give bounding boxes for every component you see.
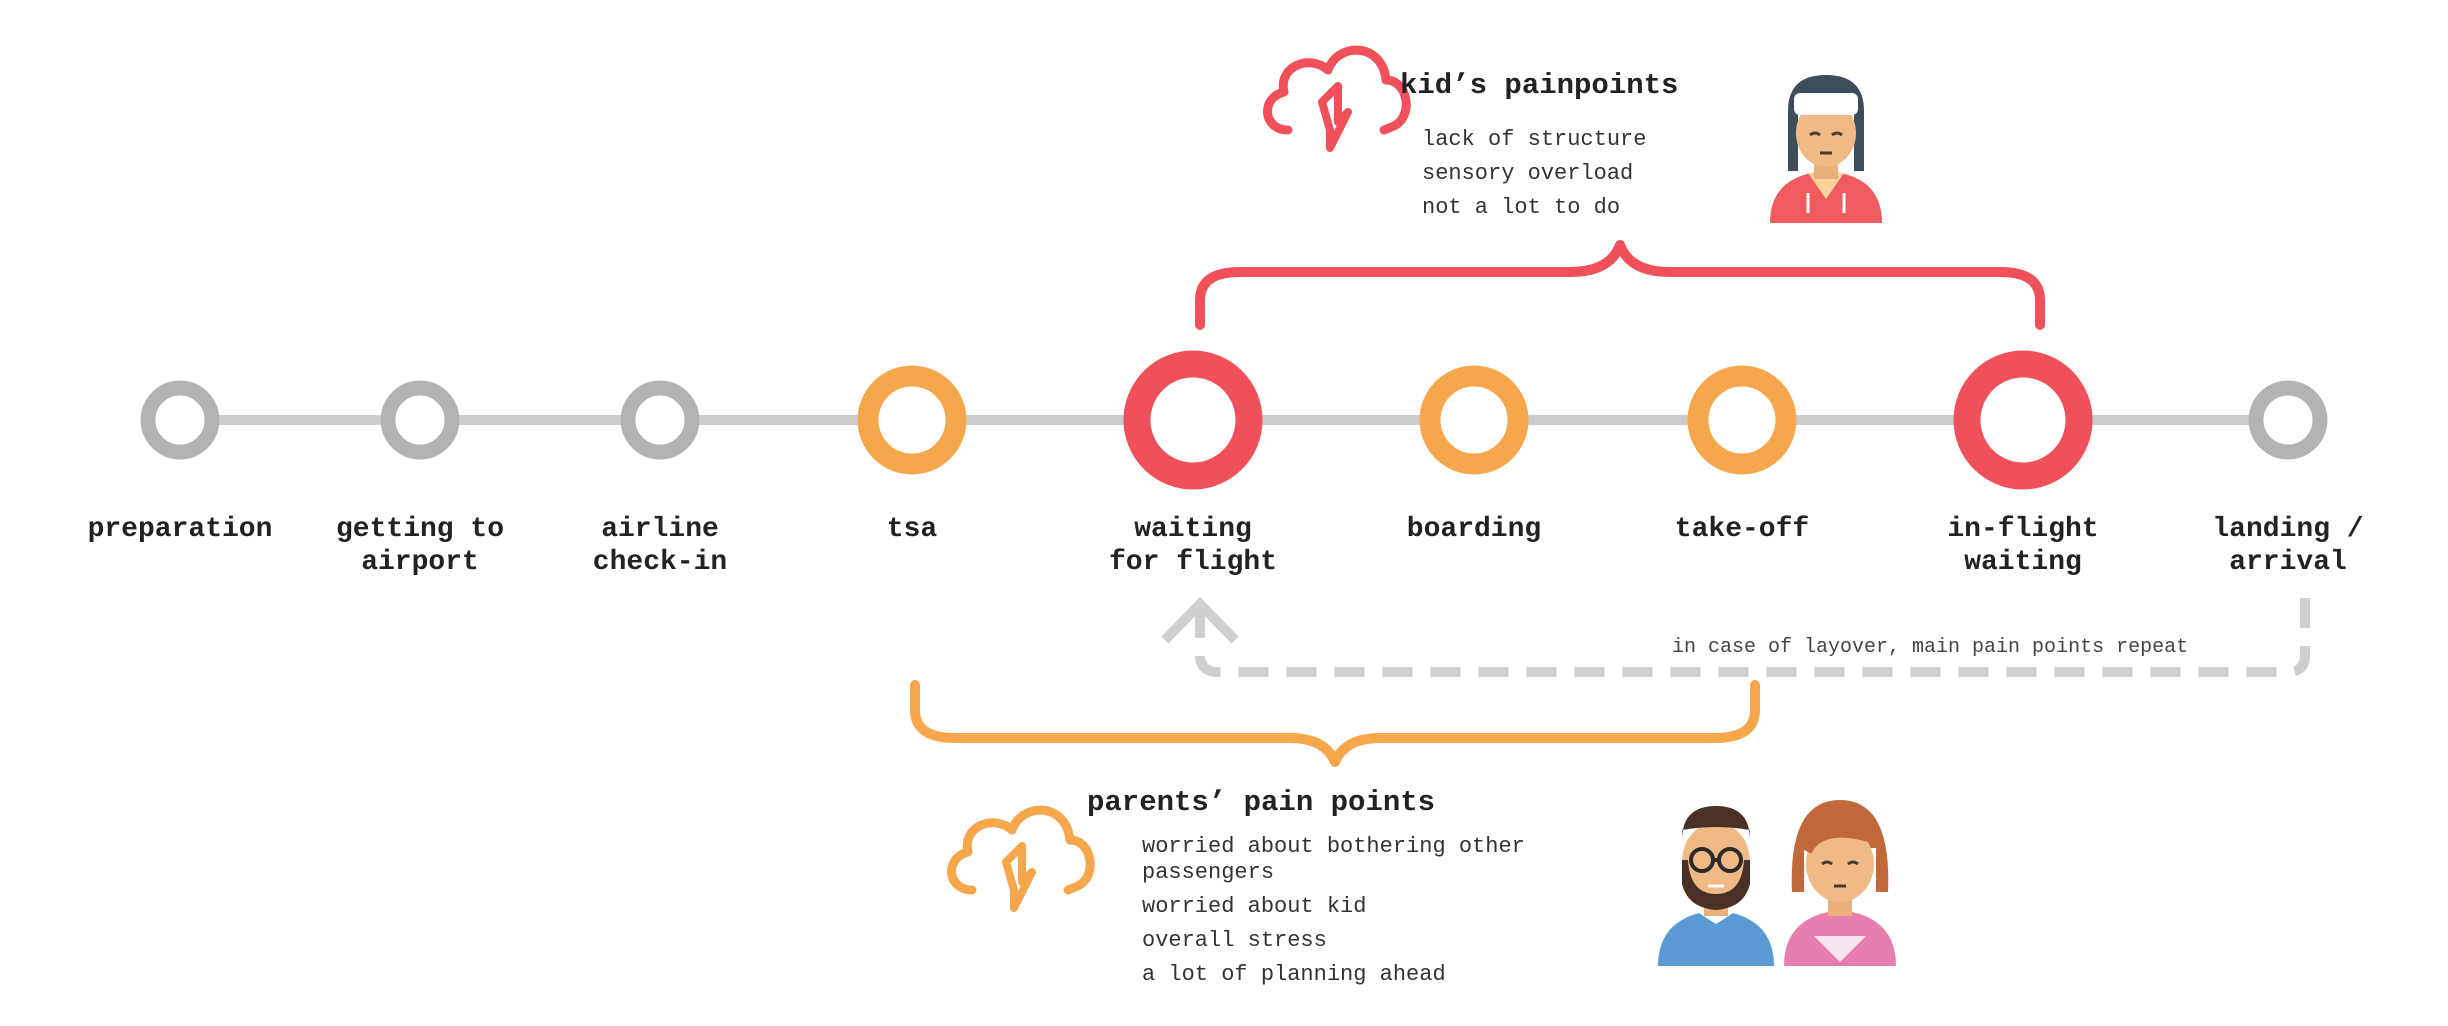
stage-label: landing /arrival bbox=[2212, 514, 2363, 578]
storm-cloud-icon bbox=[952, 810, 1091, 908]
stage-node bbox=[380, 380, 460, 460]
parent-painpoint-item: worried about kid bbox=[1142, 894, 1366, 919]
parents-painpoints-title: parents’ pain points bbox=[1087, 786, 1435, 819]
stage-label: boarding bbox=[1407, 514, 1541, 545]
stage-label: tsa bbox=[887, 514, 938, 545]
parents-avatar bbox=[1658, 800, 1896, 966]
stage-label: preparation bbox=[88, 514, 273, 545]
kid-painpoint-item: not a lot to do bbox=[1422, 195, 1620, 220]
layover-note-bg bbox=[1660, 628, 2260, 662]
parent-painpoint-item: overall stress bbox=[1142, 928, 1327, 953]
kid-painpoints-brace bbox=[1195, 240, 2045, 330]
stage-node bbox=[140, 380, 220, 460]
stage-node bbox=[1687, 365, 1797, 475]
stage-node bbox=[620, 380, 700, 460]
kid-painpoint-item: lack of structure bbox=[1422, 127, 1646, 152]
parent-painpoint-item: a lot of planning ahead bbox=[1142, 962, 1446, 987]
kid-avatar bbox=[1770, 75, 1882, 223]
stage-node bbox=[2248, 380, 2328, 460]
kid-painpoints-title: kid’s painpoints bbox=[1400, 69, 1678, 102]
stage-label: take-off bbox=[1675, 514, 1809, 545]
stage-node bbox=[1123, 350, 1263, 490]
kid-painpoints-callout: kid’s painpoints lack of structure sensor… bbox=[1268, 50, 1678, 220]
stage-node bbox=[1419, 365, 1529, 475]
layover-note: in case of layover, main pain points rep… bbox=[1672, 636, 2188, 659]
stage-node bbox=[857, 365, 967, 475]
stage-nodes bbox=[140, 350, 2328, 490]
stage-node bbox=[1953, 350, 2093, 490]
parents-painpoints-callout: parents’ pain points worried about bothe… bbox=[952, 786, 1525, 987]
parents-painpoints-brace bbox=[910, 680, 1760, 767]
kid-painpoint-item: sensory overload bbox=[1422, 161, 1633, 186]
layover-arrow-head bbox=[1161, 596, 1239, 644]
layover-return-path bbox=[1195, 598, 2310, 677]
storm-cloud-icon bbox=[1268, 50, 1407, 148]
